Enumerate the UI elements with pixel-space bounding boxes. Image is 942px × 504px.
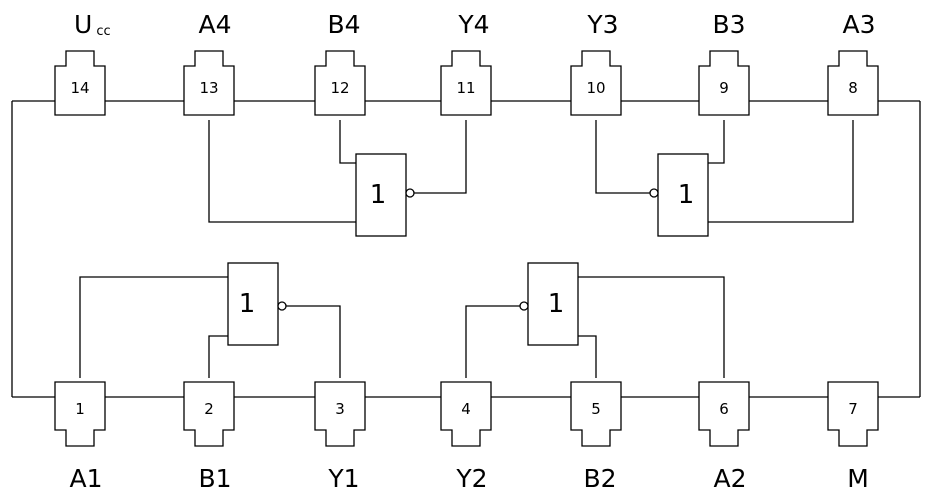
- pin-10: 10: [570, 50, 622, 116]
- pin-number: 2: [204, 400, 214, 418]
- pin-6: 6: [698, 381, 750, 447]
- pin-12: 12: [314, 50, 366, 116]
- gate-label: 1: [548, 289, 565, 319]
- pin-label: Y1: [327, 464, 359, 493]
- pin-number: 4: [461, 400, 471, 418]
- pin-11: 11: [440, 50, 492, 116]
- bottom-labels: A1 B1 Y1 Y2 B2 A2 M: [69, 464, 868, 493]
- gate-1: 1: [227, 262, 287, 346]
- pin-2: 2: [183, 381, 235, 447]
- pin-label: M: [847, 464, 869, 493]
- pin-14: 14: [54, 50, 106, 116]
- pin-label: A2: [713, 464, 746, 493]
- pin-4: 4: [440, 381, 492, 447]
- pin-label: Y2: [455, 464, 487, 493]
- gate-label: 1: [678, 180, 695, 210]
- pin-label: A3: [842, 10, 875, 39]
- pin-9: 9: [698, 50, 750, 116]
- gate-label: 1: [370, 180, 387, 210]
- pin-8: 8: [827, 50, 879, 116]
- pin-number: 8: [848, 79, 858, 97]
- pin-number: 11: [456, 79, 475, 97]
- pin-1: 1: [54, 381, 106, 447]
- pin-number: 13: [199, 79, 218, 97]
- pin-5: 5: [570, 381, 622, 447]
- pin-label: A4: [198, 10, 231, 39]
- gates: 1 1 1 1: [227, 153, 709, 346]
- pin-number: 3: [335, 400, 345, 418]
- pin-number: 5: [591, 400, 601, 418]
- gate-3: 1: [649, 153, 709, 237]
- pin-number: 6: [719, 400, 729, 418]
- pin-number: 10: [586, 79, 605, 97]
- pin-number: 7: [848, 400, 858, 418]
- pin-3: 3: [314, 381, 366, 447]
- gate-2: 1: [519, 262, 579, 346]
- bottom-pins: 1 2 3 4 5 6 7: [54, 381, 879, 447]
- pin-number: 1: [75, 400, 85, 418]
- pin-label: B2: [583, 464, 616, 493]
- gate-4: 1: [355, 153, 415, 237]
- pin-label: B3: [712, 10, 745, 39]
- pin-label: B1: [198, 464, 231, 493]
- wires: [11, 100, 921, 398]
- pin-number: 14: [70, 79, 89, 97]
- pin-7: 7: [827, 381, 879, 447]
- pin-number: 9: [719, 79, 729, 97]
- pin-label: Y4: [457, 10, 489, 39]
- pin-label: A1: [69, 464, 102, 493]
- pin-number: 12: [330, 79, 349, 97]
- top-pins: 14 13 12 11 10 9 8: [54, 50, 879, 116]
- pin-13: 13: [183, 50, 235, 116]
- pin-label: B4: [327, 10, 360, 39]
- pin-label: Y3: [586, 10, 618, 39]
- gate-label: 1: [239, 289, 256, 319]
